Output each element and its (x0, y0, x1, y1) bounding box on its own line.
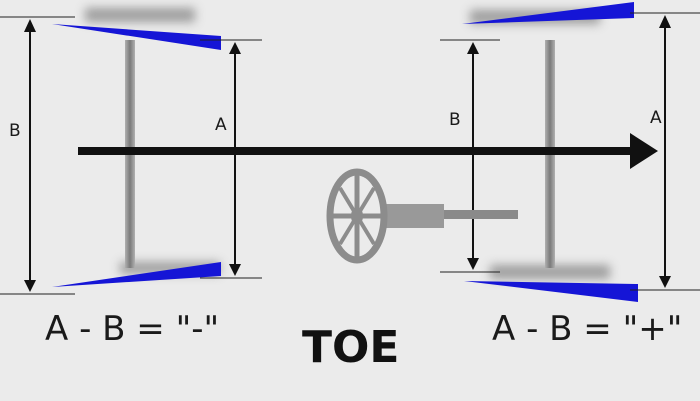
label-left-inner: A (215, 115, 227, 135)
steering-column (386, 210, 518, 219)
tire-shadows (85, 8, 610, 279)
left-rear-tire (52, 262, 221, 287)
label-left-outer: B (9, 121, 21, 141)
arrow-right-icon (78, 133, 658, 169)
dimension-lines (24, 15, 671, 292)
extension-lines (0, 12, 700, 295)
label-right-outer: A (650, 108, 662, 128)
right-front-tire (462, 2, 634, 24)
left-front-tire (52, 24, 221, 50)
steering-wheel-icon (326, 168, 388, 264)
left-equation: A - B = "-" (45, 309, 220, 349)
label-right-inner: B (449, 110, 461, 130)
steering-column-housing (386, 204, 444, 228)
right-rear-tire (464, 281, 638, 302)
right-equation: A - B = "+" (492, 309, 683, 349)
diagram-title: TOE (302, 322, 400, 373)
